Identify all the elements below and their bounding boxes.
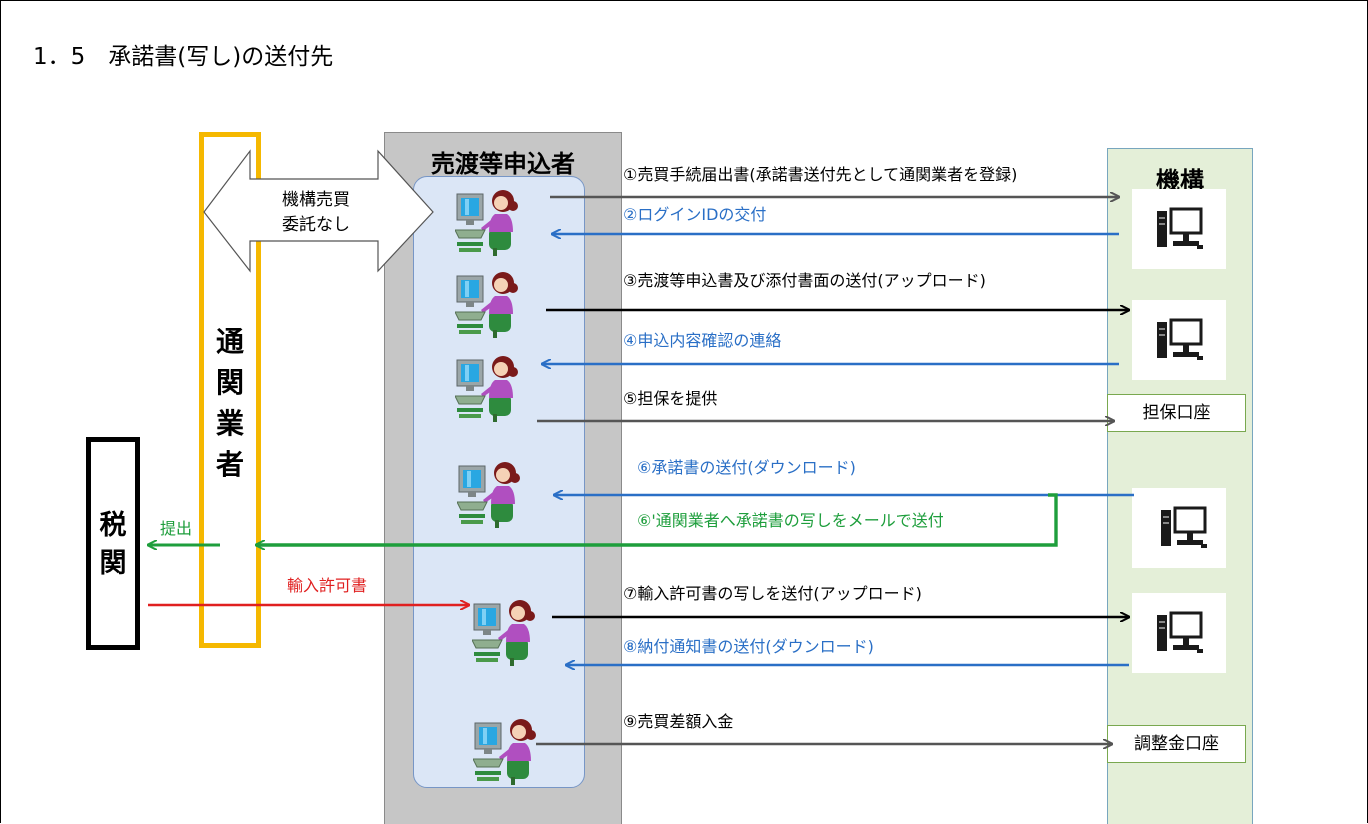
applicant-label: 売渡等申込者 [431, 150, 575, 178]
desktop-computer-icon [1157, 318, 1205, 362]
collateral-account-box: 担保口座 [1107, 394, 1246, 432]
customs-box [86, 437, 140, 650]
desktop-computer-icon [1157, 207, 1205, 251]
step-1-label: ①売買手続届出書(承諾書送付先として通関業者を登録) [623, 165, 1018, 184]
person-at-computer-icon [455, 189, 519, 257]
person-at-computer-icon [455, 271, 519, 339]
customs-broker-label: 通 関 業 者 [199, 321, 261, 485]
step-9-label: ⑨売買差額入金 [623, 712, 734, 731]
broker-label-char-3: 業 [215, 407, 244, 440]
person-at-computer-icon [472, 599, 536, 667]
step-8-label: ⑧納付通知書の送付(ダウンロード) [623, 637, 874, 656]
broker-label-char-1: 通 [215, 325, 244, 358]
customs-label: 税 関 [86, 507, 140, 583]
step-5-label: ⑤担保を提供 [623, 389, 718, 408]
person-at-computer-icon [473, 718, 537, 786]
broker-label-char-4: 者 [215, 448, 244, 481]
page-title: 1．5 承諾書(写し)の送付先 [33, 44, 334, 70]
desktop-computer-icon [1157, 611, 1205, 655]
desktop-computer-icon [1161, 506, 1209, 550]
step-2-label: ②ログインIDの交付 [623, 205, 767, 224]
arrow-step-6-dash [256, 493, 1058, 545]
no-consignment-label: 機構売買 委託なし [236, 188, 396, 238]
step-3-label: ③売渡等申込書及び添付書面の送付(アップロード) [623, 271, 986, 290]
step-4-label: ④申込内容確認の連絡 [623, 331, 782, 350]
customs-label-char-1: 税 [99, 510, 127, 541]
broker-label-char-2: 関 [215, 366, 244, 399]
step-6-label: ⑥承諾書の送付(ダウンロード) [637, 458, 856, 477]
step-7-label: ⑦輸入許可書の写しを送付(アップロード) [623, 584, 922, 603]
person-at-computer-icon [455, 355, 519, 423]
no-consignment-label-line-2: 委託なし [282, 215, 350, 235]
import-permit-label: 輸入許可書 [287, 576, 368, 595]
double-arrow-no-consignment [203, 149, 434, 273]
submit-label: 提出 [160, 519, 193, 538]
no-consignment-label-line-1: 機構売買 [282, 190, 350, 210]
customs-label-char-2: 関 [99, 548, 127, 579]
step-6-dash-label: ⑥'通関業者へ承諾書の写しをメールで送付 [637, 511, 944, 530]
person-at-computer-icon [457, 461, 521, 529]
